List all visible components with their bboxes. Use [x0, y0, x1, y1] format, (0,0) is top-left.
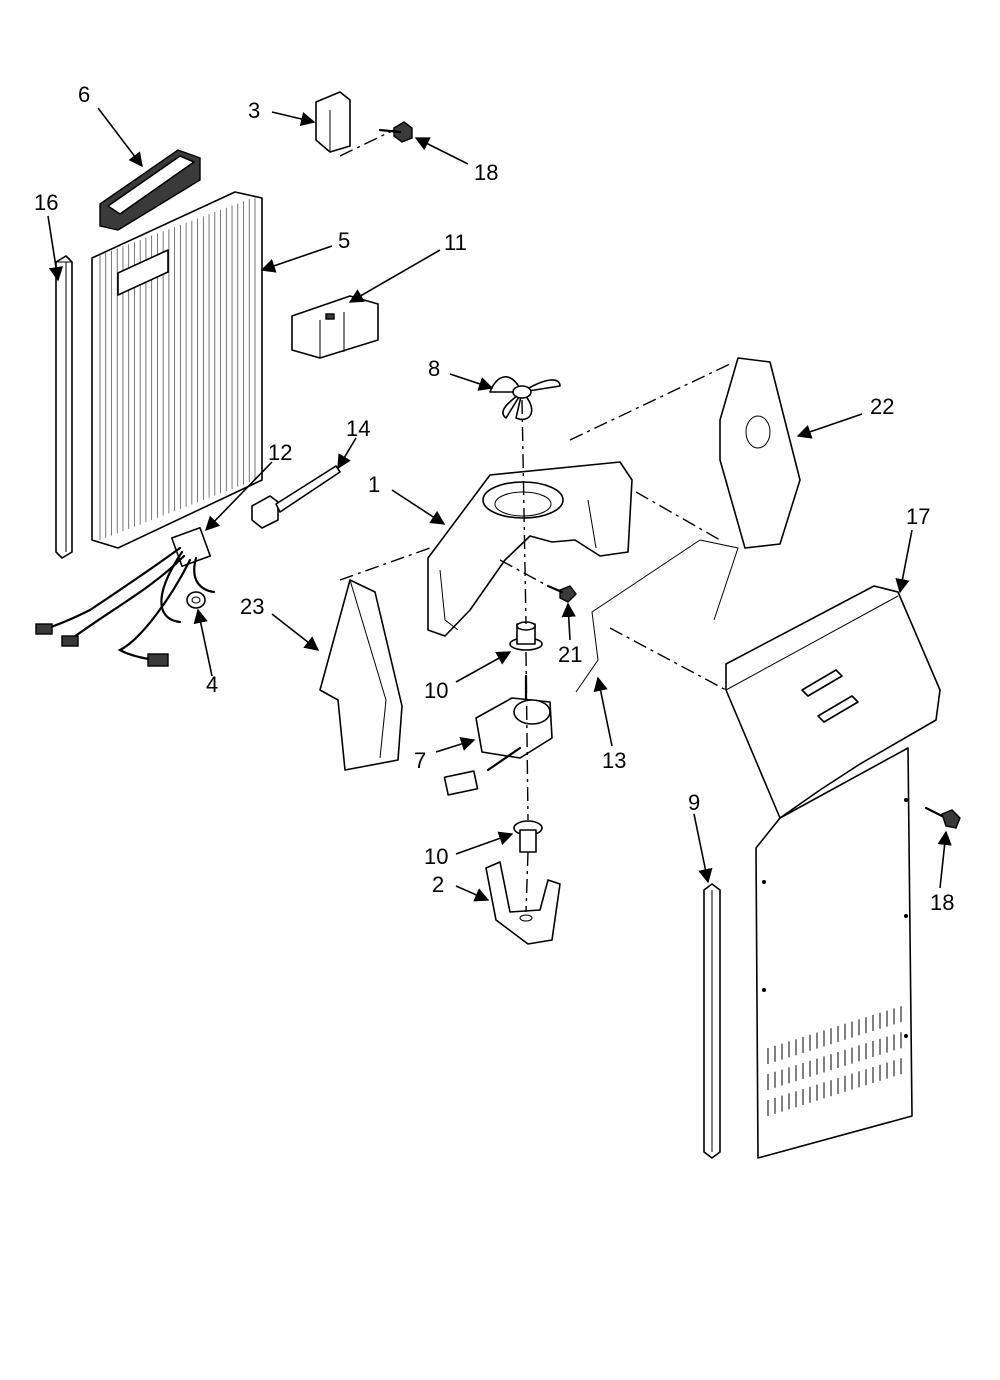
callout-8: 8: [428, 356, 440, 381]
part-14-cable-tie: [251, 465, 341, 529]
callout-10-lower: 10: [424, 844, 448, 869]
leader-10a: [455, 651, 512, 683]
leader-18b: [937, 830, 952, 889]
callout-21: 21: [558, 642, 582, 667]
callout-18-right: 18: [930, 890, 954, 915]
callout-22: 22: [870, 394, 894, 419]
part-8-fan-blade: [489, 376, 561, 421]
part-22-side-panel: [719, 357, 801, 549]
leader-11: [348, 249, 441, 303]
part-16-strip: [55, 255, 73, 559]
leader-18a: [414, 137, 469, 165]
part-13-wire-rod: [575, 539, 739, 693]
callout-12: 12: [268, 440, 292, 465]
part-1-fan-housing: [427, 461, 633, 637]
part-12-wire-harness: [35, 526, 216, 667]
callout-4: 4: [206, 672, 218, 697]
callout-7: 7: [414, 748, 426, 773]
part-4-grommet: [186, 591, 206, 609]
part-18-screw-right: [924, 806, 961, 829]
callout-17: 17: [906, 504, 930, 529]
callout-14: 14: [346, 416, 370, 441]
leader-6: [97, 107, 143, 168]
leader-12: [204, 461, 273, 532]
callout-9: 9: [688, 790, 700, 815]
part-11-clip-bracket: [291, 295, 379, 359]
part-5-ribbed-panel: [91, 191, 263, 549]
leader-10b: [455, 831, 514, 855]
part-7-fan-motor: [443, 674, 553, 796]
leader-9: [693, 813, 713, 884]
part-17-shroud: [725, 585, 941, 1159]
part-3-clip: [315, 91, 351, 153]
leader-21: [561, 602, 576, 641]
leader-17: [895, 529, 913, 594]
callout-2: 2: [432, 872, 444, 897]
callout-16: 16: [34, 190, 58, 215]
leader-5: [260, 245, 333, 273]
part-10-grommet-upper: [509, 621, 543, 651]
callout-18-top: 18: [474, 160, 498, 185]
leader-16: [47, 215, 64, 282]
leader-8: [449, 373, 494, 391]
callout-13: 13: [602, 748, 626, 773]
leader-3: [271, 111, 316, 127]
leader-7: [435, 737, 476, 753]
part-9-strip: [703, 883, 721, 1159]
callout-23: 23: [240, 594, 264, 619]
leader-23: [271, 613, 320, 651]
callout-3: 3: [248, 98, 260, 123]
leader-2: [455, 885, 490, 902]
part-2-motor-bracket: [485, 861, 561, 945]
leader-1: [391, 489, 446, 525]
part-6-bracket: [99, 149, 201, 231]
callout-11: 11: [444, 230, 467, 255]
callout-labels: 6 3 18 16 5 11 8 22 14 12 1 17 23 21 4 1…: [34, 82, 954, 915]
leader-22: [796, 413, 863, 439]
leader-4: [193, 608, 213, 677]
callout-6: 6: [78, 82, 90, 107]
part-21-screw: [546, 584, 577, 603]
part-23-side-panel: [319, 579, 403, 771]
callout-1: 1: [368, 472, 380, 497]
alignment-lines: [339, 129, 731, 913]
leader-13: [593, 676, 613, 747]
callout-10-upper: 10: [424, 678, 448, 703]
part-18-screw-top: [378, 121, 413, 143]
callout-5: 5: [338, 228, 350, 253]
leader-lines: [47, 107, 952, 902]
part-10-grommet-lower: [513, 820, 543, 853]
leader-14: [337, 437, 357, 470]
